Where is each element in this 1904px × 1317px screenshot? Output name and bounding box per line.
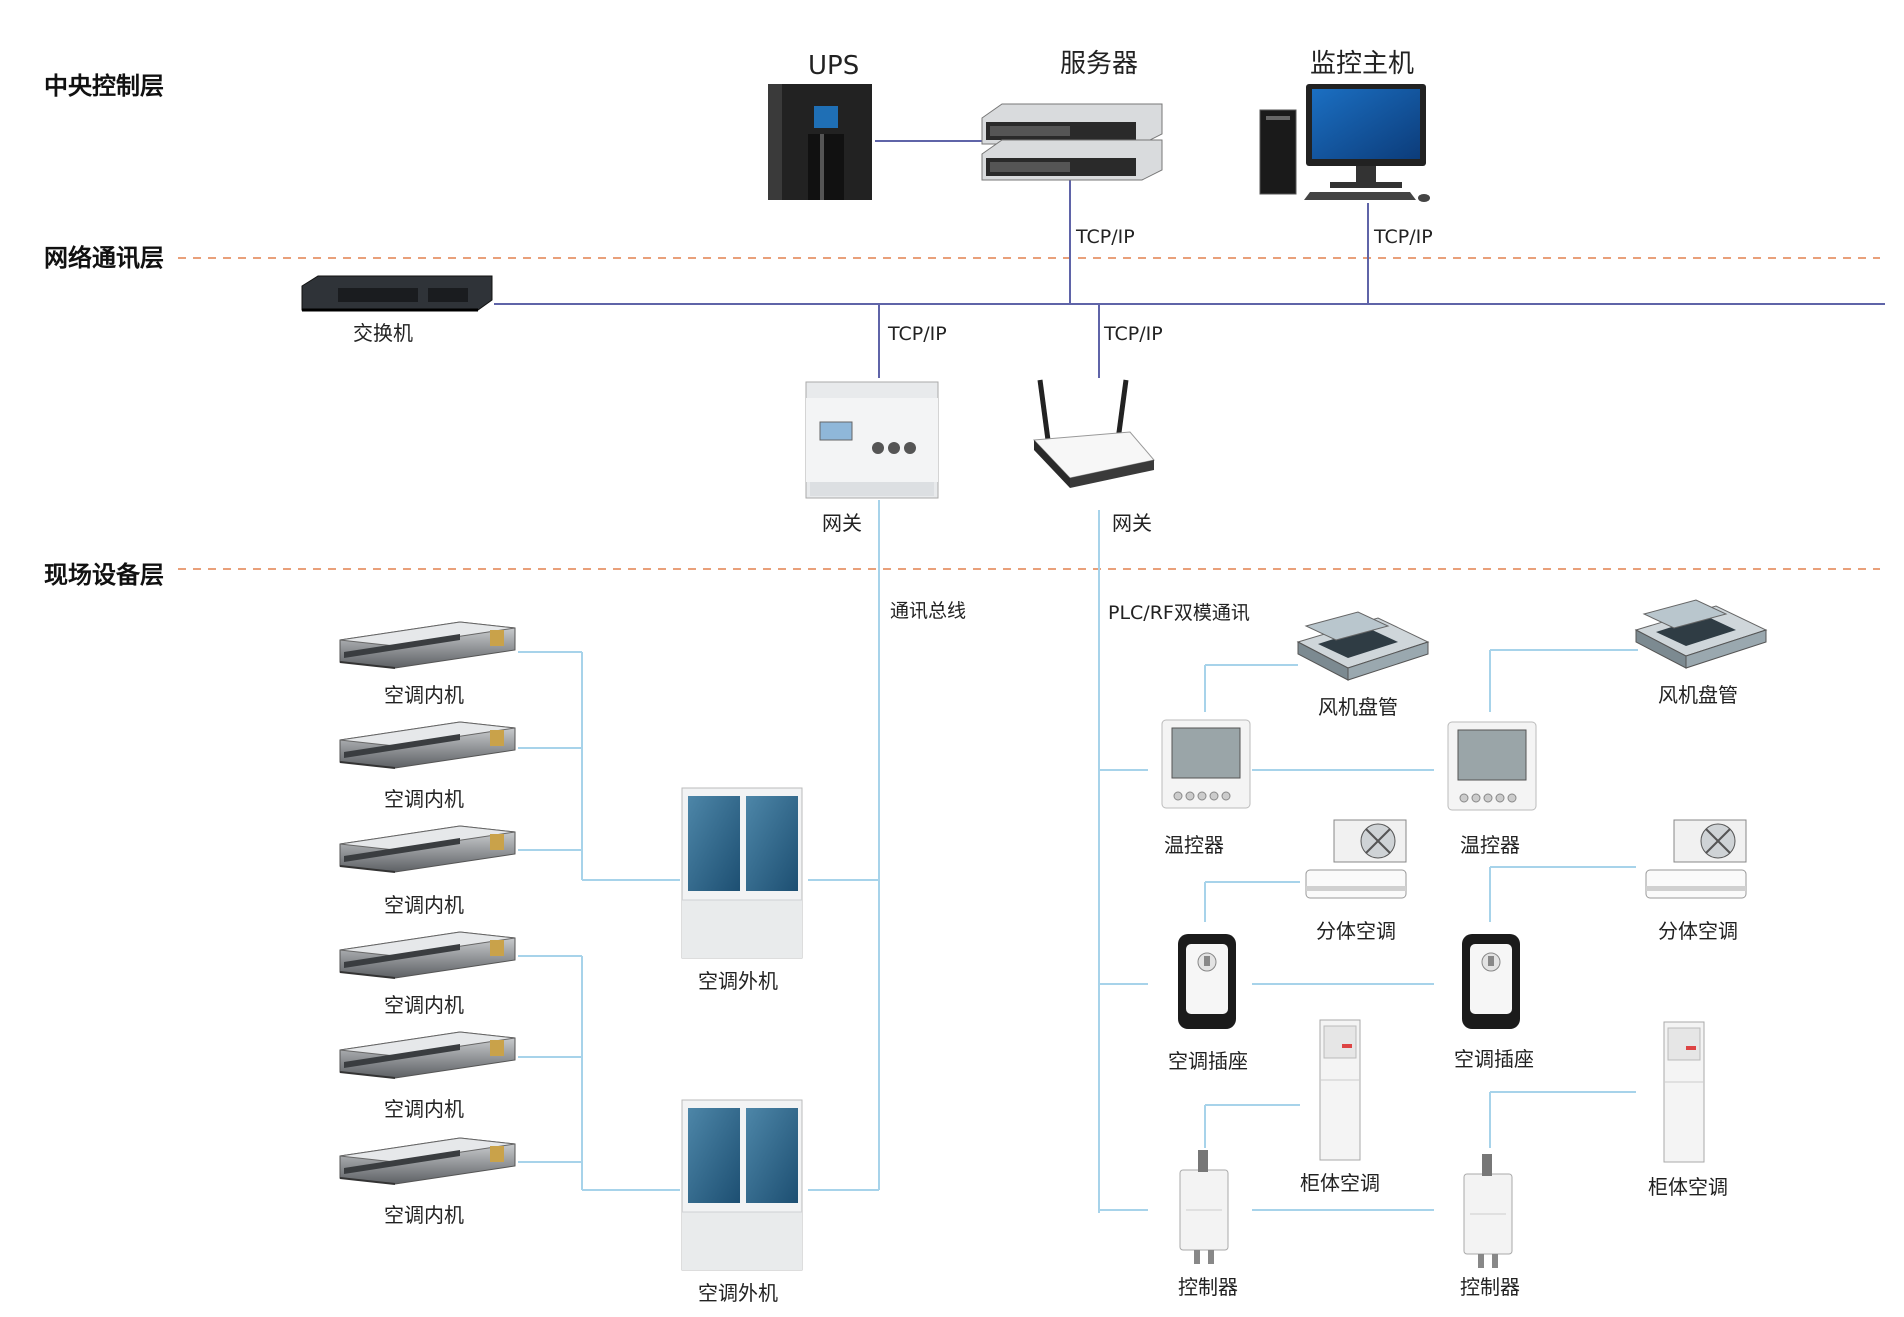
- cabinet-ac-icon: [1319, 1019, 1361, 1161]
- socket-label: 空调插座: [1454, 1047, 1534, 1071]
- tcp-label-server: TCP/IP: [1075, 226, 1135, 248]
- monitor-label: 监控主机: [1310, 49, 1414, 79]
- indoor-unit-icon: [339, 1031, 516, 1079]
- outdoor-label: 空调外机: [698, 969, 778, 993]
- thermostat-icon: [1161, 719, 1251, 809]
- outdoor-unit-icon: [681, 1099, 803, 1271]
- gateway-module-icon: [805, 381, 939, 499]
- server-label: 服务器: [1060, 49, 1138, 79]
- socket-icon: [1177, 933, 1237, 1030]
- indoor-unit-icon: [339, 721, 516, 769]
- split-ac-label: 分体空调: [1658, 919, 1738, 943]
- fan-coil-icon: [1635, 599, 1767, 669]
- fan-coil-icon: [1297, 611, 1429, 681]
- cabinet-ac-icon: [1663, 1021, 1705, 1163]
- indoor-unit-icon: [339, 621, 516, 669]
- layer-label-network: 网络通讯层: [44, 244, 164, 272]
- comm-bus-label: 通讯总线: [890, 600, 966, 622]
- split-ac-label: 分体空调: [1316, 919, 1396, 943]
- indoor-label: 空调内机: [384, 787, 464, 811]
- controller-label: 控制器: [1178, 1275, 1238, 1299]
- indoor-label: 空调内机: [384, 893, 464, 917]
- outdoor-label: 空调外机: [698, 1281, 778, 1305]
- thermostat-label: 温控器: [1164, 833, 1224, 857]
- tcp-label-gateway1: TCP/IP: [887, 323, 947, 345]
- controller-icon: [1463, 1153, 1513, 1269]
- outdoor-unit-icon: [681, 787, 803, 959]
- controller-icon: [1179, 1149, 1229, 1265]
- indoor-label: 空调内机: [384, 1097, 464, 1121]
- indoor-label: 空调内机: [384, 1203, 464, 1227]
- split-ac-icon: [1645, 819, 1747, 899]
- tcp-label-gateway2: TCP/IP: [1103, 323, 1163, 345]
- indoor-label: 空调内机: [384, 683, 464, 707]
- tcp-label-monitor: TCP/IP: [1373, 226, 1433, 248]
- plc-rf-label: PLC/RF双模通讯: [1108, 602, 1250, 624]
- indoor-label: 空调内机: [384, 993, 464, 1017]
- computer-icon: [1259, 84, 1430, 202]
- thermostat-icon: [1447, 721, 1537, 811]
- gateway2-label: 网关: [1112, 511, 1152, 535]
- switch-icon: [301, 275, 493, 312]
- socket-label: 空调插座: [1168, 1049, 1248, 1073]
- fan-coil-label: 风机盘管: [1318, 695, 1398, 719]
- layer-label-central: 中央控制层: [44, 72, 164, 100]
- fan-coil-label: 风机盘管: [1658, 683, 1738, 707]
- layer-label-field: 现场设备层: [44, 561, 164, 589]
- ups-icon: [768, 84, 872, 200]
- indoor-unit-icon: [339, 931, 516, 979]
- indoor-unit-icon: [339, 1137, 516, 1185]
- cabinet-ac-label: 柜体空调: [1648, 1175, 1728, 1199]
- split-ac-icon: [1305, 819, 1407, 899]
- gateway1-label: 网关: [822, 511, 862, 535]
- switch-label: 交换机: [353, 321, 413, 345]
- server-icon: [981, 103, 1163, 181]
- router-icon: [1032, 379, 1155, 488]
- cabinet-ac-label: 柜体空调: [1300, 1171, 1380, 1195]
- socket-icon: [1461, 933, 1521, 1030]
- indoor-unit-icon: [339, 825, 516, 873]
- thermostat-label: 温控器: [1460, 833, 1520, 857]
- field-bus-lines: [518, 500, 1638, 1213]
- controller-label: 控制器: [1460, 1275, 1520, 1299]
- ups-label: UPS: [808, 51, 859, 81]
